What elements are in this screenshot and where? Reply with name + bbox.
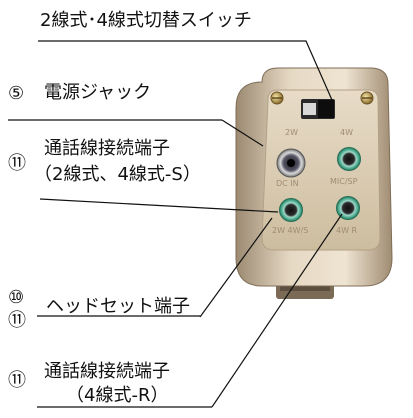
number-headset-10: ⑩ <box>8 287 25 308</box>
number-power-jack: ⑤ <box>8 83 25 104</box>
label-call-line-terminal: 通話線接続端子 <box>44 138 170 159</box>
panel-label-2w: 2W <box>285 128 298 137</box>
number-call-line-terminal-r: ⑪ <box>8 370 26 391</box>
4wr-jack-icon <box>336 196 360 220</box>
callout-lines <box>37 40 343 408</box>
2w-4ws-jack-icon <box>279 198 303 222</box>
panel-label-mic-sp: MIC/SP <box>330 177 358 186</box>
label-switch: 2線式･4線式切替スイッチ <box>40 10 252 31</box>
number-headset-11: ⑪ <box>8 310 26 331</box>
label-call-line-terminal-sub: （2線式、4線式-S） <box>34 164 201 185</box>
panel-label-2w-4ws: 2W 4W/S <box>272 226 309 235</box>
slide-switch-knob <box>318 100 334 118</box>
mic-sp-jack-icon <box>337 147 361 171</box>
label-call-line-terminal-r-sub: （4線式-R） <box>66 385 169 406</box>
label-power-jack: 電源ジャック <box>44 82 152 103</box>
panel-label-4wr: 4W R <box>336 226 358 235</box>
label-headset-terminal: ヘッドセット端子 <box>46 296 190 317</box>
panel-label-4w: 4W <box>340 128 353 137</box>
panel-label-dc-in: DC IN <box>276 179 299 188</box>
label-call-line-terminal-r: 通話線接続端子 <box>44 361 170 382</box>
number-call-line-terminal: ⑪ <box>8 153 26 174</box>
